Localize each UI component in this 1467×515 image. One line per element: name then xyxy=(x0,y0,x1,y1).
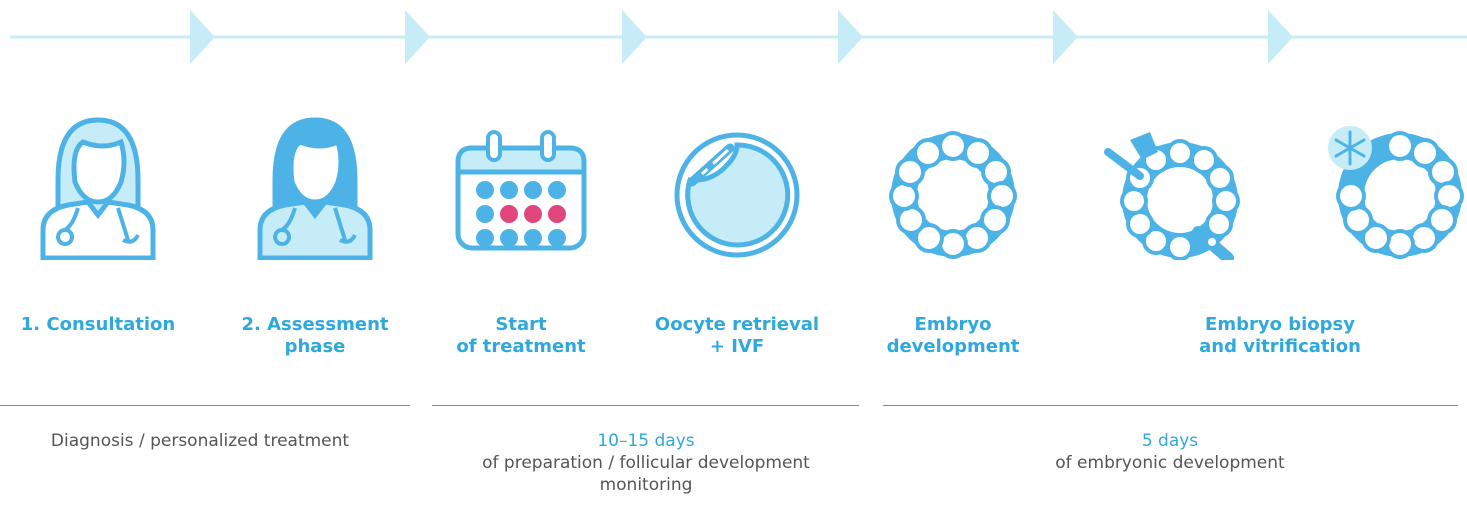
embryo-biopsy-icon xyxy=(1104,132,1240,260)
phase-preparation: 10–15 days of preparation / follicular d… xyxy=(440,430,852,496)
step-label-consultation: 1. Consultation xyxy=(20,314,176,335)
step-label-embryo-development: Embryo development xyxy=(886,314,1020,357)
phase-divider-2 xyxy=(432,405,859,406)
snowflake-icon xyxy=(1334,130,1366,166)
phase-divider-1 xyxy=(0,405,410,406)
phase-embryonic-duration: 5 days xyxy=(1141,431,1199,451)
calendar-icon xyxy=(455,130,587,251)
phase-divider-3 xyxy=(883,405,1458,406)
step-label-assessment: 2. Assessment phase xyxy=(241,314,389,357)
embryo-icon xyxy=(889,131,1017,259)
oocyte-injection-icon xyxy=(674,132,800,258)
timeline-arrow-6 xyxy=(1268,10,1293,64)
timeline-arrow-2 xyxy=(405,10,430,64)
timeline-arrow-1 xyxy=(190,10,215,64)
step-label-start-treatment: Start of treatment xyxy=(456,314,586,357)
embryo-frozen-icon xyxy=(1328,126,1464,259)
phase-embryonic-description: of embryonic development xyxy=(1055,453,1285,473)
timeline-arrow-4 xyxy=(838,10,863,64)
step-label-embryo-biopsy: Embryo biopsy and vitrification xyxy=(1199,314,1361,357)
timeline xyxy=(10,10,1467,64)
timeline-arrow-3 xyxy=(622,10,647,64)
phase-diagnosis-description: Diagnosis / personalized treatment xyxy=(50,431,350,451)
step-label-oocyte-retrieval: Oocyte retrieval + IVF xyxy=(654,314,820,357)
phase-preparation-duration: 10–15 days xyxy=(597,431,695,451)
phase-diagnosis: Diagnosis / personalized treatment xyxy=(0,430,400,452)
timeline-arrow-5 xyxy=(1053,10,1078,64)
doctor-outline-icon xyxy=(40,117,156,260)
phase-embryonic: 5 days of embryonic development xyxy=(885,430,1455,474)
phase-preparation-description: of preparation / follicular development … xyxy=(482,453,810,495)
doctor-filled-icon xyxy=(257,117,373,260)
